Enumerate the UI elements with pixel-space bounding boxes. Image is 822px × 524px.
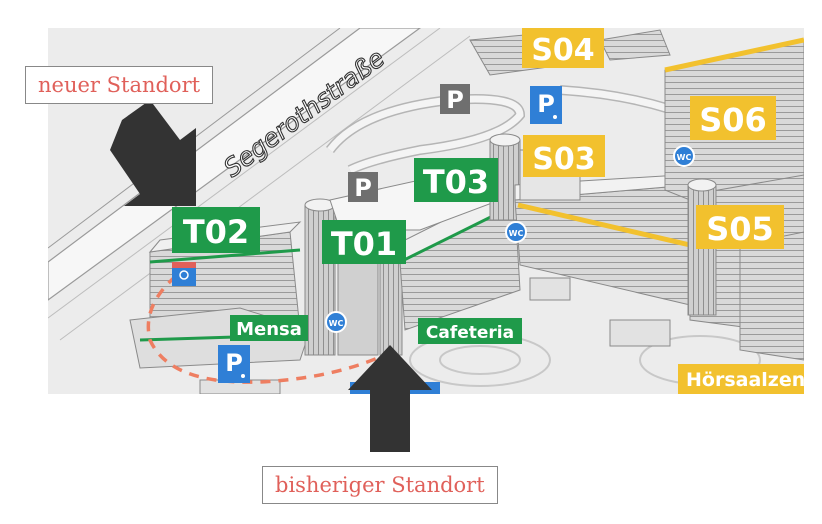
label-t03: T03 (414, 158, 498, 202)
label-s05: S05 (696, 205, 784, 249)
svg-text:P: P (446, 86, 464, 114)
parking-icon: P (348, 172, 378, 202)
label-s06: S06 (690, 96, 776, 140)
svg-text:P: P (225, 349, 243, 377)
wc-icon: WC (505, 221, 527, 243)
label-t02: T02 (172, 207, 260, 253)
svg-text:Mensa: Mensa (236, 319, 302, 340)
label-s03: S03 (523, 135, 605, 177)
wheelchair-icon (172, 262, 196, 286)
callout-new-location: neuer Standort (25, 66, 214, 104)
svg-text:S05: S05 (706, 210, 774, 248)
route-dashed (146, 263, 396, 384)
svg-text:T02: T02 (183, 213, 249, 251)
svg-text:S06: S06 (699, 101, 767, 139)
svg-text:T01: T01 (331, 225, 397, 263)
accessible-parking-icon: P (218, 345, 250, 383)
arrow-down-right (110, 100, 196, 206)
svg-text:WC: WC (677, 153, 692, 162)
svg-text:P: P (354, 174, 372, 202)
label-s04: S04 (522, 28, 604, 68)
wc-icon: WC (673, 145, 695, 167)
label-cafeteria: Cafeteria (418, 318, 522, 344)
svg-text:S04: S04 (531, 33, 594, 68)
wc-icon: WC (325, 311, 347, 333)
label-mensa: Mensa (230, 315, 308, 341)
callout-old-location: bisheriger Standort (262, 466, 498, 504)
svg-text:T03: T03 (423, 163, 489, 201)
svg-text:WC: WC (329, 319, 344, 328)
arrow-up (348, 345, 432, 452)
label-hoersaal: Hörsaalzent (678, 364, 814, 394)
svg-text:P: P (537, 90, 555, 118)
label-t01: T01 (322, 220, 406, 264)
svg-text:WC: WC (509, 229, 524, 238)
parking-icon: P (440, 84, 470, 114)
accessible-parking-icon: P (530, 86, 562, 124)
street (48, 28, 422, 301)
svg-text:Hörsaalzent: Hörsaalzent (686, 369, 814, 391)
svg-text:S03: S03 (532, 142, 595, 177)
svg-text:Cafeteria: Cafeteria (426, 323, 514, 343)
